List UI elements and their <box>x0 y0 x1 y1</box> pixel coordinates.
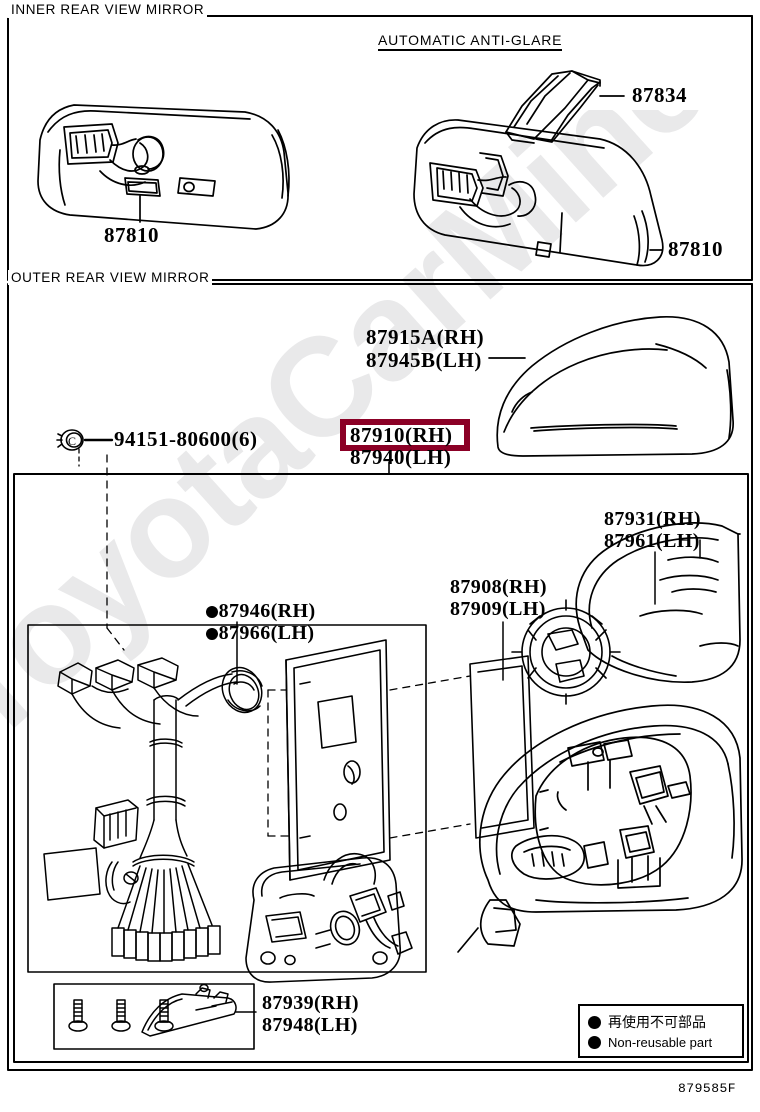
callout-87931-rh: 87931(RH) <box>604 508 701 530</box>
section-title-outer: OUTER REAR VIEW MIRROR <box>8 270 213 285</box>
callout-87810-inner: 87810 <box>104 223 159 247</box>
legend-row-japanese: 再使用不可部品 <box>588 1012 732 1032</box>
callout-87946-rh: 87946(RH) <box>184 578 316 645</box>
callout-87961-lh: 87961(LH) <box>604 530 700 552</box>
nonreusable-dot-icon <box>588 1015 601 1029</box>
callout-87940-lh: 87940(LH) <box>350 445 452 469</box>
legend-row-english: Non-reusable part <box>588 1035 732 1050</box>
callout-87810-auto: 87810 <box>668 237 723 261</box>
subsection-title-anti-glare: AUTOMATIC ANTI-GLARE <box>378 32 563 51</box>
nonreusable-dot-icon <box>205 628 218 641</box>
legend-english-text: Non-reusable part <box>608 1035 713 1050</box>
nonreusable-dot-icon <box>588 1036 601 1049</box>
callout-94151-screw: 94151-80600(6) <box>114 427 258 451</box>
figure-code: 879585F <box>678 1081 737 1096</box>
legend-non-reusable: 再使用不可部品 Non-reusable part <box>578 1004 744 1058</box>
callout-87966-lh: 87966(LH) <box>184 600 314 667</box>
section-title-inner: INNER REAR VIEW MIRROR <box>8 2 208 17</box>
callout-87915A-rh: 87915A(RH) <box>366 325 485 349</box>
callout-87939-rh: 87939(RH) <box>262 992 359 1014</box>
callout-87945B-lh: 87945B(LH) <box>366 348 482 372</box>
callout-87910-rh: 87910(RH) <box>350 423 453 447</box>
svg-text:C: C <box>68 434 76 448</box>
callout-87948-lh: 87948(LH) <box>262 1014 358 1036</box>
callout-87908-rh: 87908(RH) <box>450 576 547 598</box>
legend-japanese-text: 再使用不可部品 <box>608 1015 706 1031</box>
highlight-box-selected-part <box>340 419 470 451</box>
callout-87909-lh: 87909(LH) <box>450 598 546 620</box>
nonreusable-dot-icon <box>205 606 218 619</box>
callout-87834: 87834 <box>632 83 687 107</box>
